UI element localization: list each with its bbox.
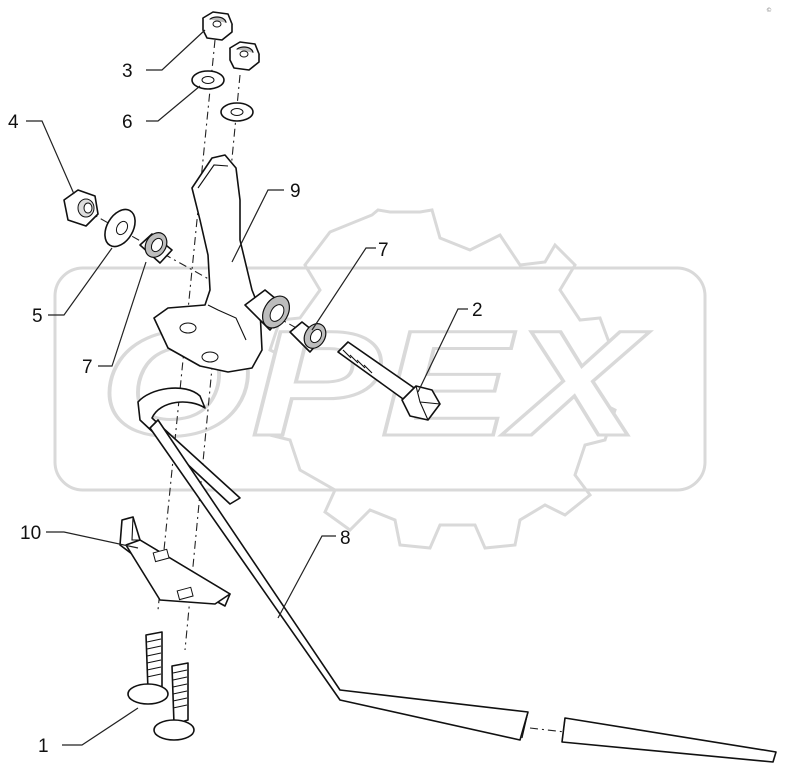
leader-10 — [46, 531, 139, 549]
leader-6 — [146, 85, 201, 122]
callout-4: 4 — [8, 112, 19, 133]
callout-2: 2 — [472, 300, 483, 321]
callout-7a: 7 — [82, 357, 93, 378]
leader-1 — [62, 707, 139, 746]
watermark-gear — [266, 208, 617, 550]
callout-8: 8 — [340, 528, 351, 549]
leader-4 — [26, 120, 75, 195]
part-8-rod — [137, 387, 777, 763]
axis-rod-break — [529, 727, 566, 733]
part-4-nut — [63, 189, 99, 227]
part-6-washer-upper — [191, 70, 225, 90]
part-3-nut-lower — [229, 41, 260, 71]
leader-2 — [417, 308, 468, 393]
part-7-bushing-left — [139, 232, 173, 264]
part-2-hex-bolt — [337, 341, 441, 421]
callout-3: 3 — [122, 61, 133, 82]
leader-9 — [231, 189, 284, 263]
part-3-nut-upper — [202, 11, 233, 41]
clip-slot-lower — [176, 586, 194, 601]
leader-3 — [146, 29, 206, 71]
clip-slot-upper — [152, 548, 170, 563]
leader-7a — [98, 261, 147, 367]
leader-7b — [311, 247, 376, 331]
part-9-bracket — [153, 154, 291, 373]
callout-6: 6 — [122, 112, 133, 133]
leader-lines — [26, 29, 468, 746]
callout-10: 10 — [20, 523, 41, 544]
corner-mark: © — [766, 7, 772, 14]
part-5-washer — [104, 208, 136, 248]
bracket-hole-upper — [179, 322, 197, 334]
part-10-clip — [119, 516, 231, 607]
part-1-carriage-bolt-right — [153, 662, 195, 741]
callout-labels: 1 2 3 4 5 6 7 7 8 9 10 — [8, 61, 483, 757]
watermark-frame — [53, 266, 707, 492]
callout-9: 9 — [290, 181, 301, 202]
callout-7b: 7 — [378, 240, 389, 261]
leader-8 — [277, 535, 336, 619]
callout-1: 1 — [38, 736, 49, 757]
bracket-hole-lower — [201, 351, 219, 363]
part-6-washer-lower — [220, 102, 254, 122]
part-1-carriage-bolt-left — [127, 631, 169, 705]
part-7-bushing-right — [289, 321, 327, 353]
axis-nut-3-to-clip — [157, 39, 216, 611]
leader-5 — [48, 247, 113, 316]
callout-5: 5 — [32, 306, 43, 327]
